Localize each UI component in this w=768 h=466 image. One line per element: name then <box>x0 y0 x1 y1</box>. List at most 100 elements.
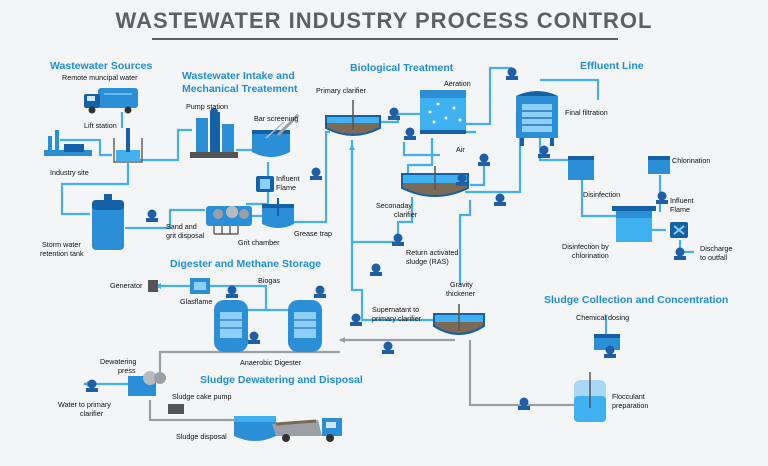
flow-meter-icon <box>518 397 530 410</box>
label-dewatering-line2: press <box>118 366 136 375</box>
label-supernatant-line1: Supernatant to <box>372 305 420 314</box>
heading-intake-line1: Wastewater Intake and <box>182 70 295 82</box>
pipe-secondary-to-effluent <box>465 100 522 194</box>
sludge-cake-pump-icon <box>168 404 184 414</box>
page-title: WASTEWATER INDUSTRY PROCESS CONTROL <box>115 8 653 33</box>
flow-meter-icon <box>656 191 668 204</box>
sludge-pipes <box>148 337 575 422</box>
label-influent-line1: Influent <box>276 174 300 183</box>
label-dis-chlor-line1: Disinfection by <box>562 242 609 251</box>
dump-truck-icon <box>272 418 342 442</box>
lift-station-icon <box>113 128 143 163</box>
heading-sludge-collection: Sludge Collection and Concentration <box>544 294 729 306</box>
label-ras-line1: Return activated <box>406 248 459 257</box>
label-industry-site: Industry site <box>50 168 89 177</box>
heading-biological-treatment: Biological Treatment <box>350 62 454 74</box>
label-supernatant-line2: primary clarifier <box>372 314 422 323</box>
influent-flame-meter-icon <box>256 176 274 192</box>
generator-icon <box>148 280 158 292</box>
anaerobic-digester-2-icon <box>288 300 322 352</box>
flow-meter-icon <box>388 107 400 120</box>
final-filtration-icon <box>516 91 558 146</box>
label-anaerobic-digester: Anaerobic Digester <box>240 358 302 367</box>
glasflame-icon <box>190 278 210 294</box>
pipe-press-to-disposal <box>148 400 236 422</box>
label-final-filtration: Final filtration <box>565 108 608 117</box>
heading-sludge-dewatering: Sludge Dewatering and Disposal <box>200 374 363 386</box>
label-disinfection: Disinfection <box>583 190 621 199</box>
flow-meter-icon <box>310 167 322 180</box>
label-water-primary-line2: clarifier <box>80 409 104 418</box>
pipe-industry-to-lift <box>60 138 112 157</box>
chlorination-disinfection-tank-icon <box>612 206 656 242</box>
pipe-influent-to-grit <box>246 192 270 206</box>
label-secondary-line1: Seconaday <box>376 201 412 210</box>
aeration-tank-icon <box>420 90 466 134</box>
label-generator: Generator <box>110 281 143 290</box>
pipe-ras-return <box>349 144 398 244</box>
heading-digester-methane: Digester and Methane Storage <box>170 258 322 270</box>
industry-site-icon <box>44 130 92 156</box>
label-dewatering-line1: Dewatering <box>100 357 137 366</box>
flow-meter-icon <box>248 331 260 344</box>
anaerobic-digester-1-icon <box>214 300 248 352</box>
label-bar-screening: Bar screening <box>254 114 299 123</box>
flow-meters <box>86 67 686 410</box>
heading-effluent-line: Effluent Line <box>580 60 644 72</box>
label-ras-line2: sludge (RAS) <box>406 257 449 266</box>
storm-tank-icon <box>92 194 124 250</box>
heading-intake-line2: Mechanical Treatement <box>182 83 298 95</box>
flow-meter-icon <box>538 145 550 158</box>
flow-meter-icon <box>674 247 686 260</box>
label-remote-water: Remote muncipal water <box>62 73 138 82</box>
label-air: Air <box>456 145 465 154</box>
label-glasflame: Glasflame <box>180 297 213 306</box>
flow-meter-icon <box>382 341 394 354</box>
label-flocculant-line2: preparation <box>612 401 649 410</box>
pipe-secondary-out <box>470 160 486 187</box>
pipe-aeration-to-secondary <box>406 138 434 178</box>
chemical-dosing-tank-icon <box>594 334 620 350</box>
sludge-disposal-container-icon <box>234 416 276 441</box>
chlorination-tank-icon <box>648 156 670 174</box>
pipe-disinfection-to-chlor <box>580 178 616 218</box>
disinfection-tank-icon <box>568 156 594 180</box>
label-chlorination: Chlorination <box>672 156 711 165</box>
label-influent2-line1: Influent <box>670 196 694 205</box>
flow-meter-icon <box>404 127 416 140</box>
pipe-aeration-top <box>466 66 512 126</box>
pipe-secondary-to-thickener <box>458 200 472 285</box>
flow-meter-icon <box>86 379 98 392</box>
label-discharge-line1: Discharge <box>700 244 733 253</box>
label-aeration: Aeration <box>444 79 471 88</box>
pipe-lift-to-storm <box>60 163 130 216</box>
pipe-digester-to-press <box>158 350 340 372</box>
dewatering-press-icon <box>128 371 166 396</box>
title-underline <box>152 38 618 40</box>
label-flocculant-line1: Flocculant <box>612 392 645 401</box>
label-gravity-line1: Gravity <box>450 280 473 289</box>
pipe-air-line <box>402 142 440 157</box>
pipe-effluent-top <box>540 78 600 100</box>
label-sludge-cake-pump: Sludge cake pump <box>172 392 232 401</box>
flow-meter-icon <box>604 345 616 358</box>
label-dis-chlor-line2: chlorination <box>572 251 609 260</box>
pipe-grease-to-primary <box>294 130 330 224</box>
flow-meter-icon <box>226 285 238 298</box>
label-discharge-line2: to outfall <box>700 253 728 262</box>
label-storm-line2: retention tank <box>40 249 84 258</box>
label-influent2-line2: Flame <box>670 205 690 214</box>
label-pump-station: Pump station <box>186 102 228 111</box>
gravity-thickener-icon <box>433 304 485 335</box>
label-sand-line2: grit disposal <box>166 231 205 240</box>
flow-meter-icon <box>494 193 506 206</box>
flow-meter-icon <box>506 67 518 80</box>
effluent-flame-meter-icon <box>670 222 688 238</box>
flow-meter-icon <box>392 233 404 246</box>
flow-meter-icon <box>456 173 468 186</box>
pipe-biogas-to-flame <box>210 284 268 296</box>
label-grease-trap: Grease trap <box>294 229 332 238</box>
label-gravity-line2: thickener <box>446 289 476 298</box>
label-storm-line1: Storm water <box>42 240 81 249</box>
